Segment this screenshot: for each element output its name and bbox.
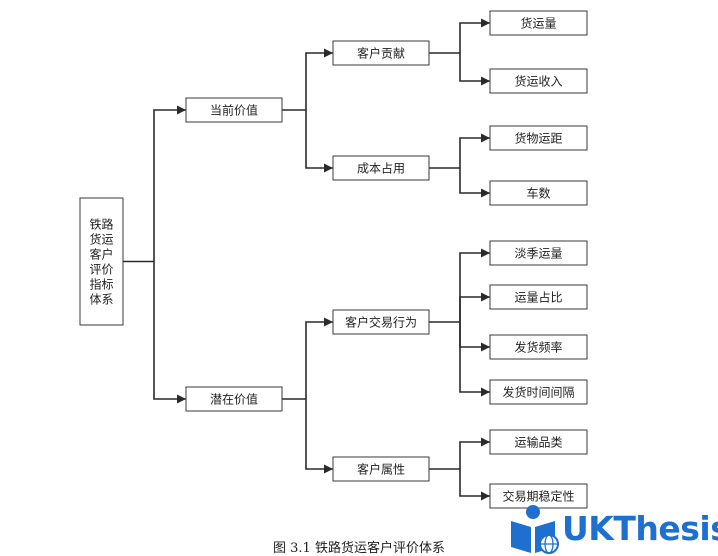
connector-root-to-level1 xyxy=(153,105,186,262)
level3-node-label: 车数 xyxy=(526,186,550,201)
level3-node xyxy=(489,10,588,36)
connector-level2-to-level3 xyxy=(459,248,490,322)
level2-node xyxy=(332,40,430,66)
level2-node-label: 成本占用 xyxy=(357,161,405,176)
level3-node-label: 运量占比 xyxy=(514,290,562,305)
level2-node-label: 客户贡献 xyxy=(357,46,405,61)
ukthesis-logo: UKThesis xyxy=(506,503,718,555)
level2-node xyxy=(332,309,430,335)
root-node xyxy=(79,197,124,326)
connector-level2-to-level3 xyxy=(459,168,490,198)
level2-node-label: 客户属性 xyxy=(357,462,405,477)
connector-lines xyxy=(123,18,490,501)
level1-node xyxy=(185,97,283,123)
connector-level1-to-level2 xyxy=(305,399,333,474)
level3-node xyxy=(489,240,588,266)
level3-node xyxy=(489,429,588,455)
level2-node xyxy=(332,155,430,181)
connector-level1-to-level2 xyxy=(305,48,333,110)
level3-node-label: 交易期稳定性 xyxy=(502,489,574,504)
level3-node-label: 淡季运量 xyxy=(514,247,562,261)
level3-node xyxy=(489,125,588,151)
level3-node xyxy=(489,379,588,405)
level1-node-label: 当前价值 xyxy=(210,103,258,118)
level3-node-label: 发货时间间隔 xyxy=(502,385,574,400)
level1-node xyxy=(185,386,283,412)
connector-level2-to-level3 xyxy=(459,53,490,86)
level3-node-label: 货物运距 xyxy=(514,131,562,146)
level3-node xyxy=(489,180,588,206)
book-reader-globe-icon xyxy=(511,505,559,554)
connector-level2-to-level3 xyxy=(459,322,490,397)
level3-node-label: 运输品类 xyxy=(514,435,562,450)
connector-level1-to-level2 xyxy=(305,317,333,399)
connector-level2-to-level3 xyxy=(459,437,490,469)
connector-level2-to-level3 xyxy=(459,18,490,53)
figure-caption: 图 3.1 铁路货运客户评价体系 xyxy=(273,541,445,556)
level2-node xyxy=(332,456,430,482)
connector-level2-to-level3 xyxy=(459,292,490,322)
connector-level2-to-level3 xyxy=(459,322,490,352)
connector-level1-to-level2 xyxy=(305,110,333,173)
level3-node-label: 发货频率 xyxy=(514,340,562,355)
logo-text: UKThesis xyxy=(562,509,718,548)
level3-node xyxy=(489,284,588,310)
level2-node-label: 客户交易行为 xyxy=(345,315,417,330)
connector-root-to-level1 xyxy=(153,261,186,404)
level3-node xyxy=(489,68,588,94)
level3-node-label: 货运收入 xyxy=(514,74,562,89)
connector-level2-to-level3 xyxy=(459,133,490,168)
level3-node xyxy=(489,483,588,509)
level1-node-label: 潜在价值 xyxy=(210,392,258,407)
root-node-label: 铁路货运客户评价指标体系 xyxy=(89,217,113,307)
level3-node-label: 货运量 xyxy=(520,16,556,31)
connector-level2-to-level3 xyxy=(459,469,490,501)
level3-node xyxy=(489,334,588,360)
